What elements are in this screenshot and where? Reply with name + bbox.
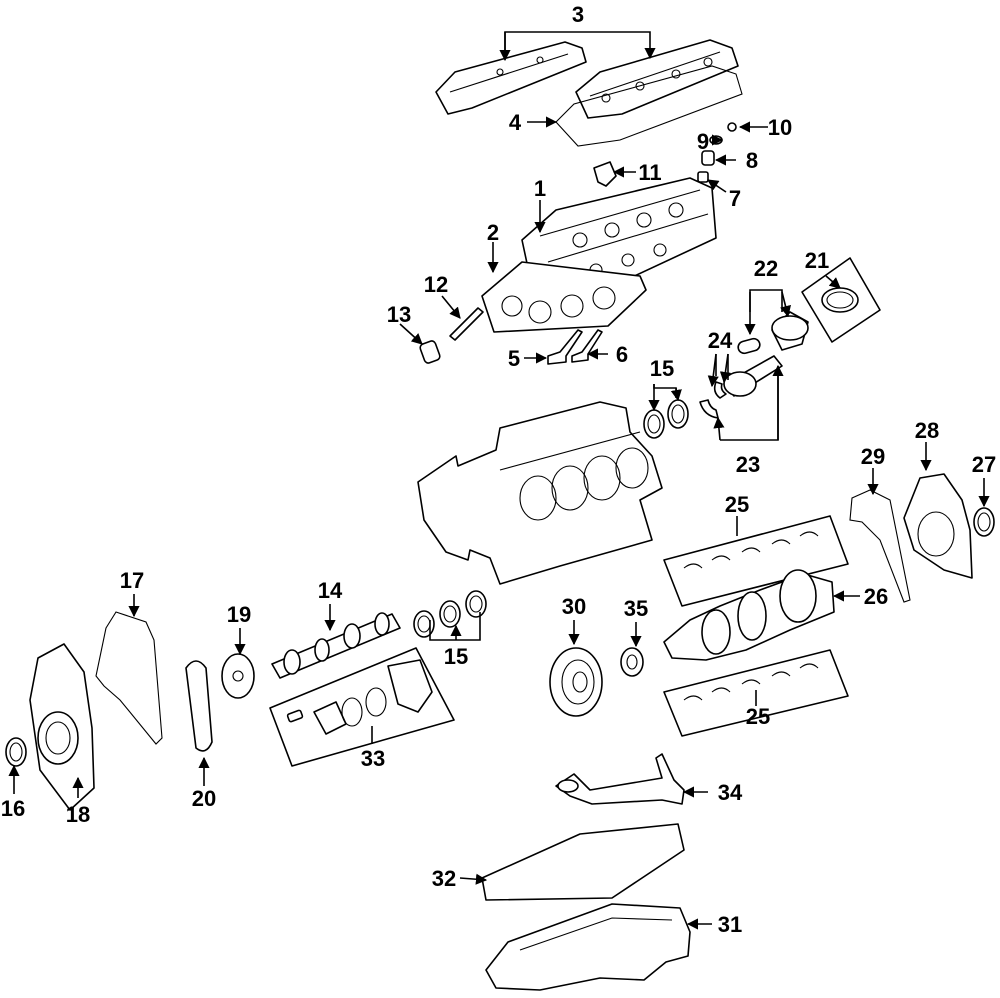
valves <box>547 329 603 365</box>
valve-cover-left <box>435 41 587 115</box>
callout-10: 10 <box>768 115 792 140</box>
connecting-rod <box>699 355 783 419</box>
callout-25-lower: 25 <box>746 704 770 729</box>
front-cover <box>29 643 95 811</box>
harmonic-balancer <box>549 647 603 717</box>
rear-cover <box>903 473 973 579</box>
callout-6: 6 <box>616 342 628 367</box>
callout-15-lower: 15 <box>444 644 468 669</box>
oil-fill-hardware <box>593 122 737 187</box>
camshaft <box>271 612 401 679</box>
callout-18: 18 <box>66 802 90 827</box>
callout-25-upper: 25 <box>725 492 749 517</box>
callout-22: 22 <box>754 256 778 281</box>
callout-1: 1 <box>534 176 546 201</box>
callout-32: 32 <box>432 866 456 891</box>
camshaft-retainer-kit <box>269 647 455 767</box>
callout-8: 8 <box>746 148 758 173</box>
oil-pump-pickup <box>555 753 685 805</box>
crank-sprocket <box>620 647 644 677</box>
callout-4: 4 <box>509 110 522 135</box>
piston-rings <box>801 257 881 343</box>
callout-15-upper: 15 <box>650 356 674 381</box>
callout-5: 5 <box>508 346 520 371</box>
valve-cover-right <box>575 39 739 119</box>
valve-lifter <box>419 340 441 364</box>
callout-3: 3 <box>572 2 584 27</box>
callout-26: 26 <box>864 584 888 609</box>
cam-bearings-lower <box>413 590 487 638</box>
oil-pan-gasket <box>481 823 685 901</box>
callout-33: 33 <box>361 746 385 771</box>
callout-14: 14 <box>318 578 343 603</box>
callout-27: 27 <box>972 452 996 477</box>
cam-sprocket <box>221 653 255 699</box>
main-bearings-upper <box>663 515 849 607</box>
callout-24: 24 <box>708 328 733 353</box>
callout-34: 34 <box>718 780 743 805</box>
piston <box>737 311 809 355</box>
head-gasket <box>481 261 647 333</box>
engine-block <box>417 401 663 585</box>
cam-bearings-upper <box>643 399 689 439</box>
callout-16: 16 <box>1 796 25 821</box>
callout-21: 21 <box>805 248 829 273</box>
callout-31: 31 <box>718 912 742 937</box>
callout-11: 11 <box>638 160 661 185</box>
callout-9: 9 <box>697 129 709 154</box>
timing-chain <box>185 660 213 752</box>
callout-30: 30 <box>562 594 586 619</box>
callout-28: 28 <box>915 418 939 443</box>
callout-13: 13 <box>387 302 411 327</box>
callout-29: 29 <box>861 444 885 469</box>
front-cover-gasket <box>95 611 163 745</box>
leader-lines <box>8 31 990 930</box>
callout-35: 35 <box>624 596 648 621</box>
rear-cover-gasket <box>849 489 911 603</box>
callout-23: 23 <box>736 452 760 477</box>
callout-7: 7 <box>729 186 741 211</box>
callout-17: 17 <box>120 568 144 593</box>
callout-20: 20 <box>192 786 216 811</box>
rear-main-seal <box>973 507 995 537</box>
callout-12: 12 <box>424 272 448 297</box>
valve-cover-gasket <box>555 65 743 147</box>
pushrod <box>449 307 484 341</box>
callout-19: 19 <box>227 602 251 627</box>
front-seal <box>5 737 27 767</box>
oil-pan <box>485 903 691 991</box>
callout-2: 2 <box>487 220 499 245</box>
